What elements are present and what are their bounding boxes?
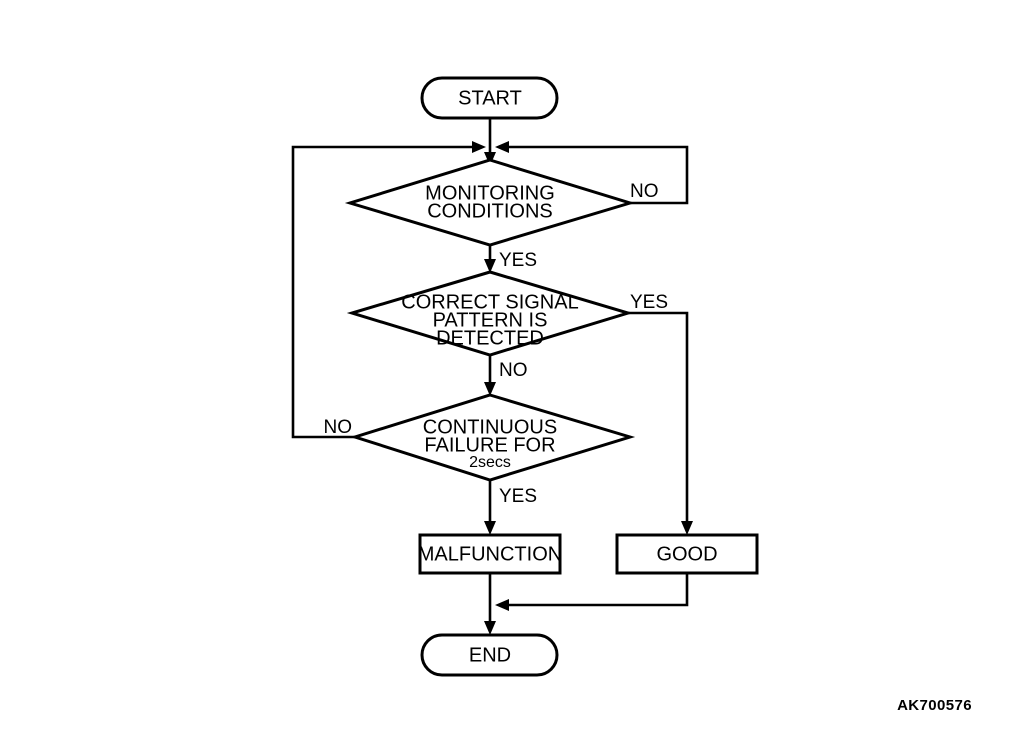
node-good-label: GOOD bbox=[656, 543, 717, 565]
node-continuous-line1: CONTINUOUS bbox=[423, 416, 557, 438]
edge-label-correct-yes: YES bbox=[630, 292, 668, 313]
node-malfunction-label: MALFUNCTION bbox=[418, 543, 562, 565]
node-end[interactable]: END bbox=[420, 633, 559, 677]
edge-malfunction-to-end bbox=[484, 573, 496, 635]
node-correct-line1: CORRECT SIGNAL bbox=[401, 291, 578, 313]
node-continuous-line3: 2secs bbox=[469, 454, 511, 471]
edge-continuous-yes bbox=[484, 480, 496, 535]
node-continuous-line2: FAILURE FOR bbox=[424, 434, 555, 456]
edge-good-merge bbox=[495, 573, 689, 611]
edge-correct-no bbox=[484, 355, 496, 396]
node-end-label: END bbox=[469, 644, 511, 666]
edge-label-continuous-yes: YES bbox=[499, 486, 537, 507]
node-monitoring-line2: CONDITIONS bbox=[427, 200, 553, 222]
edge-continuous-no-loop bbox=[291, 141, 486, 439]
node-correct-line2: PATTERN IS bbox=[433, 309, 548, 331]
edge-label-monitoring-yes: YES bbox=[499, 250, 537, 271]
edge-monitoring-yes bbox=[484, 245, 496, 273]
edge-monitoring-no-loop bbox=[495, 141, 689, 205]
edge-correct-yes bbox=[628, 311, 693, 535]
node-good[interactable]: GOOD bbox=[615, 533, 759, 575]
node-start-label: START bbox=[458, 87, 522, 109]
node-correct-line3: DETECTED bbox=[436, 327, 544, 349]
node-correct-signal-pattern[interactable]: CORRECT SIGNAL PATTERN IS DETECTED bbox=[346, 270, 634, 357]
node-malfunction[interactable]: MALFUNCTION bbox=[418, 533, 562, 575]
reference-code: AK700576 bbox=[897, 697, 972, 714]
node-monitoring-conditions[interactable]: MONITORING CONDITIONS bbox=[344, 158, 636, 247]
node-continuous-failure[interactable]: CONTINUOUS FAILURE FOR 2secs bbox=[350, 393, 636, 482]
node-monitoring-line1: MONITORING bbox=[425, 182, 555, 204]
edge-label-monitoring-no: NO bbox=[630, 181, 659, 202]
edge-label-continuous-no: NO bbox=[324, 417, 353, 438]
node-start[interactable]: START bbox=[420, 76, 559, 120]
edge-label-correct-no: NO bbox=[499, 360, 528, 381]
